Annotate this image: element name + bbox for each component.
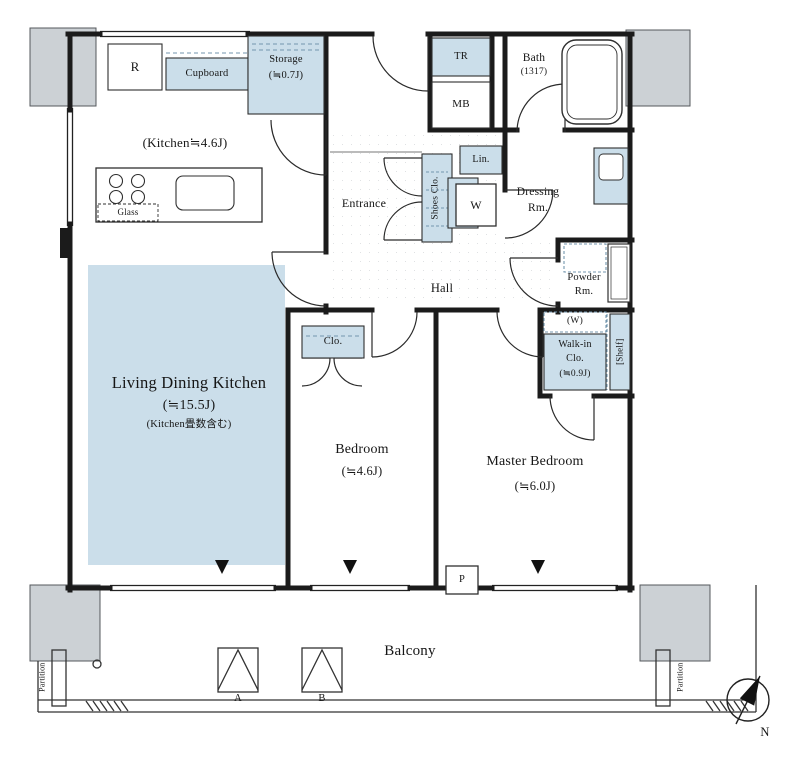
- trunk-room-box: [431, 37, 491, 77]
- bedroom-closet-door-right: [333, 357, 363, 387]
- partition-left-label: Partition: [37, 662, 47, 692]
- partition-right-label: Partition: [675, 662, 685, 692]
- shoes-closet-shelves: [426, 171, 448, 227]
- storage-rails: [252, 43, 320, 51]
- kitchen-label: (Kitchen≒4.6J): [142, 135, 228, 151]
- balcony-structure: [37, 585, 757, 713]
- pipe-space-box: [445, 565, 479, 595]
- compass-north-label: N: [760, 725, 770, 740]
- wic-hanger-zone: [543, 311, 607, 333]
- ldk-label: Living Dining Kitchen: [111, 373, 267, 393]
- bathtub: [561, 39, 623, 125]
- balcony-label: Balcony: [384, 643, 436, 660]
- front-door: [372, 35, 429, 92]
- compass-needle: [739, 676, 760, 706]
- powder-counter: [563, 243, 607, 273]
- dressing-room-door: [504, 189, 554, 239]
- evacuation-hatch-a: [217, 647, 259, 693]
- entrance-label: Entrance: [341, 195, 387, 210]
- dressing-room-label: Dressing: [516, 185, 560, 198]
- wic-label-2: Clo.: [566, 352, 584, 364]
- bathtub-inner: [566, 44, 618, 120]
- washer-box: [455, 183, 497, 227]
- powder-room-label: Powder: [567, 271, 601, 283]
- wic-door: [549, 395, 595, 441]
- evacuation-hatch-b: [301, 647, 343, 693]
- wall-notch: [60, 228, 70, 258]
- storage-label: Storage: [269, 54, 303, 66]
- walls: [65, 31, 635, 593]
- pipe-space-label: P: [458, 574, 466, 586]
- glass-label: Glass: [117, 206, 139, 217]
- cupboard-box: [165, 57, 249, 91]
- hall-label: Hall: [430, 281, 454, 296]
- bedroom-label: Bedroom: [335, 441, 389, 457]
- glass-top-marker: [97, 203, 159, 222]
- storage-box: [247, 35, 325, 115]
- concrete-pillars: [29, 27, 711, 662]
- powder-cabinet-inner: [610, 246, 628, 300]
- bedroom-closet-box: [301, 325, 365, 359]
- window-markers: [215, 560, 545, 574]
- ldk-size-label: (≒15.5J): [162, 397, 216, 413]
- bath-size-label: (1317): [520, 67, 548, 78]
- cupboard-label: Cupboard: [185, 68, 229, 80]
- partition-panel-right: [655, 649, 671, 707]
- partition-panel-left: [51, 649, 67, 707]
- master-bedroom-label: Master Bedroom: [486, 453, 584, 469]
- wic-size-label: (≒0.9J): [559, 369, 591, 380]
- ldk-door: [271, 251, 327, 307]
- kitchen-sink: [175, 175, 235, 211]
- bedroom-closet-door-left: [301, 357, 331, 387]
- wic-box: [543, 333, 607, 391]
- shoes-closet-door-lower: [383, 201, 423, 241]
- wic-label: Walk-in: [558, 338, 592, 350]
- shoes-closet-box: [421, 153, 453, 243]
- shelf-label: [Shelf]: [614, 338, 625, 366]
- fixtures: [95, 35, 631, 595]
- dressing-room-label-2: Rm.: [527, 201, 549, 214]
- trunk-room-label: TR: [454, 51, 468, 63]
- refrigerator-box: [107, 43, 163, 91]
- shoes-closet-label: Shoes Clo.: [431, 176, 442, 220]
- powder-cabinet: [607, 243, 631, 303]
- ldk-note-label: (Kitchen畳数含む): [146, 418, 232, 430]
- master-bedroom-size-label: (≒6.0J): [514, 479, 556, 494]
- hatch-a-label: A: [234, 692, 242, 704]
- meter-box: [431, 81, 491, 129]
- hatch-b-label: B: [318, 692, 326, 704]
- dressing-sink-bowl: [598, 153, 624, 181]
- washer-label: W: [470, 197, 482, 212]
- shoes-closet-door-upper: [383, 157, 423, 197]
- stove-burner: [108, 189, 124, 205]
- refrigerator-label: R: [130, 59, 140, 75]
- storage-size-label: (≒0.7J): [268, 70, 304, 82]
- powder-room-label-2: Rm.: [574, 286, 594, 298]
- bedroom-size-label: (≒4.6J): [341, 464, 383, 479]
- compass: [726, 675, 770, 725]
- master-bedroom-door: [496, 311, 544, 358]
- stove-burner: [108, 173, 124, 189]
- stove-burner: [130, 189, 146, 205]
- windows: [66, 30, 618, 592]
- ldk-floor-highlight: [88, 265, 285, 565]
- stove-burner: [130, 173, 146, 189]
- bath-label: Bath: [522, 51, 546, 64]
- bath-door: [516, 83, 566, 133]
- bedroom-door: [371, 311, 418, 358]
- shelf-strip: [609, 313, 631, 391]
- meter-box-label: MB: [452, 98, 470, 111]
- wic-hanger-label: (W): [567, 315, 583, 326]
- linen-box: [459, 145, 503, 175]
- storage-door: [270, 119, 327, 176]
- linen-label: Lin.: [472, 153, 490, 165]
- powder-room-door: [509, 257, 559, 307]
- bedroom-closet-label: Clo.: [323, 336, 343, 348]
